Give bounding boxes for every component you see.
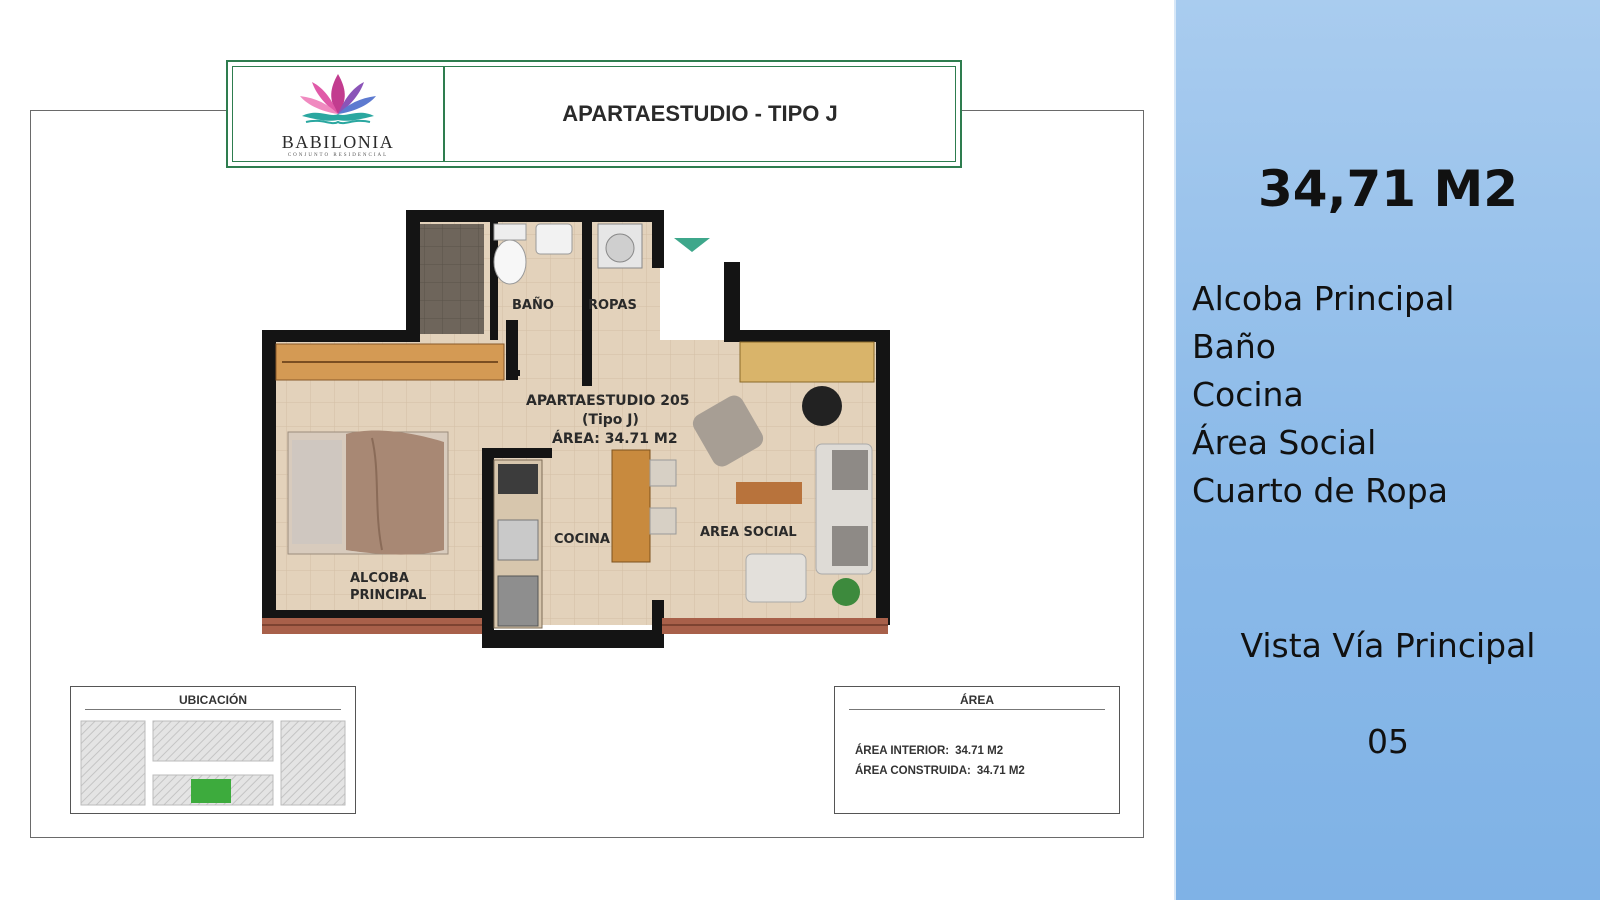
sink <box>535 223 573 255</box>
area-box: ÁREA ÁREA INTERIOR: 34.71 M2 ÁREA CONSTRU… <box>834 686 1120 814</box>
room-list: Alcoba Principal Baño Cocina Área Social… <box>1192 275 1454 515</box>
built-area-value: 34.71 M2 <box>976 765 1025 777</box>
unit-number: 05 <box>1367 722 1409 761</box>
location-title: UBICACIÓN <box>179 693 247 707</box>
lotus-logo-icon <box>300 74 376 125</box>
interior-area-label: ÁREA INTERIOR: <box>855 745 950 757</box>
plan-title: APARTAESTUDIO - TIPO J <box>562 101 838 126</box>
desk <box>739 341 875 383</box>
room-label-bedroom-2: PRINCIPAL <box>350 588 426 603</box>
desk-chair <box>802 386 842 426</box>
unit-type: (Tipo J) <box>582 412 639 428</box>
shower <box>420 224 484 334</box>
stove <box>498 464 538 494</box>
room-label-bath: BAÑO <box>512 297 554 313</box>
room-label-social: AREA SOCIAL <box>700 525 797 540</box>
summary-panel: 34,71 M2 Alcoba Principal Baño Cocina Ár… <box>1174 0 1600 900</box>
location-box: UBICACIÓN <box>70 686 356 814</box>
entry-arrow-icon <box>674 238 710 252</box>
kitchen-sink <box>497 519 539 561</box>
room-list-item: Cocina <box>1192 375 1304 414</box>
dining-bar <box>611 449 651 563</box>
walls <box>262 210 890 648</box>
bed <box>287 430 449 555</box>
room-label-laundry: ROPAS <box>588 298 637 313</box>
logo: BABILONIA CONJUNTO RESIDENCIAL <box>233 67 445 161</box>
room-list-item: Área Social <box>1192 423 1377 462</box>
coffee-table <box>736 482 802 504</box>
unit-label: APARTAESTUDIO 205 <box>526 393 690 409</box>
room-list-item: Alcoba Principal <box>1192 279 1455 318</box>
total-area: 34,71 M2 <box>1257 160 1519 218</box>
lounge-chair <box>745 553 807 603</box>
logo-tagline: CONJUNTO RESIDENCIAL <box>287 153 389 158</box>
room-list-item: Baño <box>1192 327 1276 366</box>
unit-location-highlight <box>191 779 231 803</box>
title-block: BABILONIA CONJUNTO RESIDENCIAL APARTAEST… <box>226 60 962 168</box>
armchair <box>692 395 764 467</box>
floor-plan: BAÑO ROPAS APARTAESTUDIO 205 (Tipo J) ÁR… <box>262 210 890 648</box>
room-label-bedroom-1: ALCOBA <box>350 571 409 586</box>
logo-name: BABILONIA <box>281 132 395 152</box>
area-box-title: ÁREA <box>959 693 994 707</box>
view-description: Vista Vía Principal <box>1240 626 1536 665</box>
built-area-label: ÁREA CONSTRUIDA: <box>855 765 971 777</box>
toilet <box>493 239 527 285</box>
unit-area: ÁREA: 34.71 M2 <box>552 430 678 447</box>
plant <box>832 578 860 606</box>
room-list-item: Cuarto de Ropa <box>1192 471 1448 510</box>
location-map <box>80 720 346 806</box>
interior-area-row: ÁREA INTERIOR: 34.71 M2 <box>855 745 1003 757</box>
fridge <box>497 575 539 627</box>
room-label-kitchen: COCINA <box>554 532 610 547</box>
built-area-row: ÁREA CONSTRUIDA: 34.71 M2 <box>855 765 1025 777</box>
interior-area-value: 34.71 M2 <box>955 745 1004 757</box>
